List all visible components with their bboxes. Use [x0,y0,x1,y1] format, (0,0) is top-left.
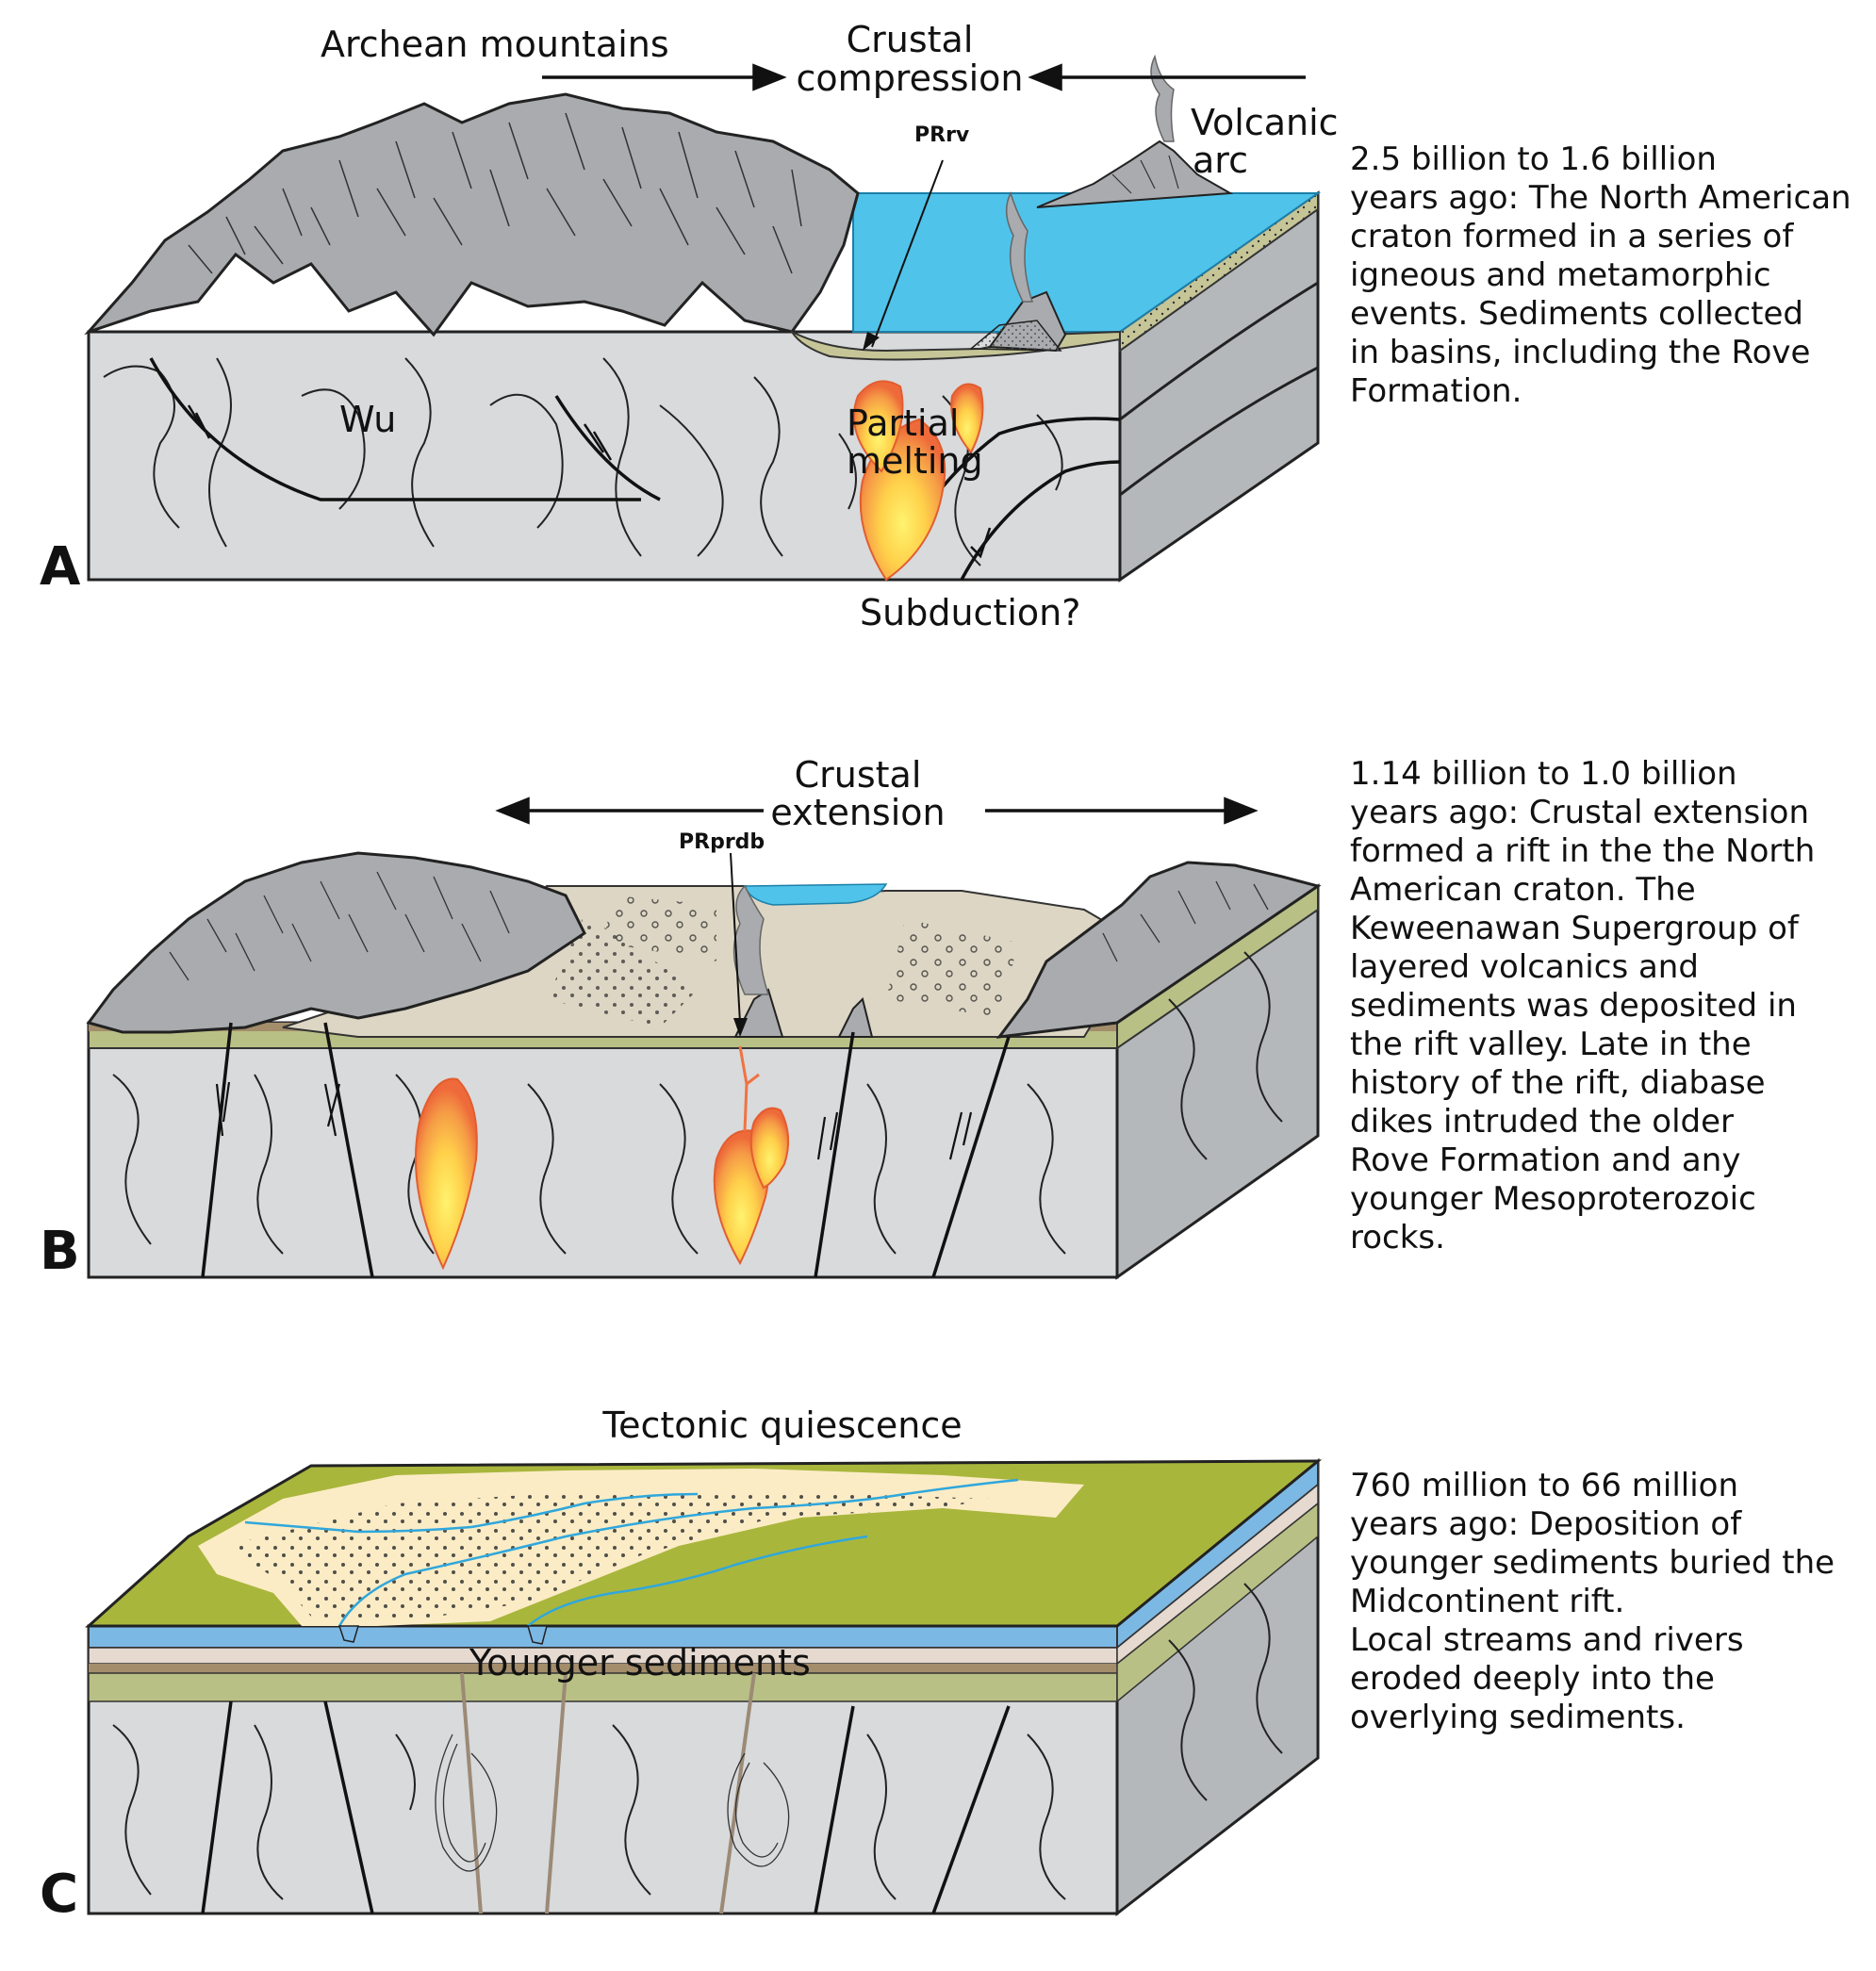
panel-c-dike-2 [545,1672,568,1914]
panel-a-title-line1: Crustal [847,19,974,60]
panel-a-desc-line: years ago: The North American [1350,179,1851,217]
panel-a-prv-pointer [871,159,944,348]
panel-c-desc-line: years ago: Deposition of [1350,1505,1742,1543]
panel-a-volcanic-arc [1036,140,1234,208]
panel-c-desc-line: 760 million to 66 million [1350,1467,1738,1504]
panel-b-mountains-left [86,851,586,1034]
panel-b-desc-line: 1.14 billion to 1.0 billion [1350,755,1737,793]
panel-a-archean-mountains [84,92,860,337]
panel-b-extension-arrows [495,797,1259,825]
panel-c: Tectonic quiescence Younger sediments C [40,1404,1323,1925]
panel-b-description: 1.14 billion to 1.0 billion years ago: C… [1350,755,1815,1257]
panel-c-rivers [244,1478,1019,1627]
panel-b-desc-line: Keweenawan Supergroup of [1350,910,1800,947]
panel-b-desc-line: Rove Formation and any [1350,1142,1740,1179]
panel-c-desc-line: younger sediments buried the [1350,1544,1835,1582]
panel-a-thrust-fault-left [149,357,641,501]
panel-b-magma-3 [749,1107,790,1190]
panel-b-fault-4 [931,1036,1011,1278]
panel-b-rift-lake [743,883,888,906]
panel-c-description: 760 million to 66 million years ago: Dep… [1350,1467,1835,1736]
panel-a-label-prv: PRrv [914,123,970,147]
panel-b-desc-line: younger Mesoproterozoic [1350,1180,1756,1218]
panel-b-magma-1 [414,1077,478,1271]
panel-a-label-subduction: Subduction? [860,592,1080,633]
panel-b-fault-1 [201,1022,233,1278]
panel-a-desc-line: in basins, including the Rove [1350,334,1810,371]
panel-b-desc-line: formed a rift in the the North [1350,832,1815,870]
panel-a-desc-line: craton formed in a series of [1350,218,1794,255]
panel-c-fault-4 [931,1705,1011,1914]
panel-c-desc-line: overlying sediments. [1350,1699,1686,1736]
panel-a-desc-line: igneous and metamorphic [1350,256,1771,294]
panel-a-desc-line: Formation. [1350,372,1522,410]
panel-b-desc-line: the rift valley. Late in the [1350,1026,1752,1063]
panel-c-fault-1 [201,1700,233,1914]
panel-a-thrust-fault-right [554,395,661,501]
panel-a-label-volcanic: Volcanic [1191,102,1339,143]
panel-c-desc-line: Midcontinent rift. [1350,1583,1624,1620]
panel-b-crust-front [87,1021,1119,1279]
panel-c-label-younger: Younger sediments [469,1642,811,1684]
panel-a-title-line2: compression [797,57,1024,99]
panel-b-fault-2 [323,1022,374,1278]
panel-b-desc-line: rocks. [1350,1219,1445,1257]
panel-b-mountains-right [996,861,1322,1039]
panel-a-plume-arc [1150,54,1175,142]
panel-a-plume-sea [1005,191,1034,303]
panel-a-compression-arrows [542,63,1306,91]
panel-a-desc-line: events. Sediments collected [1350,295,1803,333]
panel-b-fault-3 [814,1031,855,1278]
panel-b-title-line1: Crustal [795,754,922,796]
panel-a-label-arc: arc [1193,140,1248,181]
panel-a-label-partial: Partial [847,402,959,444]
panel-c-fault-2 [323,1700,374,1914]
panel-a: Archean mountains Crustal compression Vo… [40,19,1339,633]
panel-a-description: 2.5 billion to 1.6 billion years ago: Th… [1350,140,1851,410]
panel-a-magma-small-1 [852,380,904,473]
panel-b-label-prdb: PRprdb [679,830,765,854]
panel-b-desc-line: layered volcanics and [1350,948,1699,986]
panel-b-desc-line: American craton. The [1350,871,1696,909]
panel-a-letter: A [40,536,81,598]
panel-b-prdb-pointer [730,852,741,1024]
panel-c-desc-line: eroded deeply into the [1350,1660,1715,1698]
panel-b-desc-line: history of the rift, diabase [1350,1064,1766,1102]
panel-a-label-melting: melting [847,440,983,482]
panel-a-label-mountains: Archean mountains [321,24,669,65]
panel-c-dike-1 [460,1672,483,1914]
panel-c-title: Tectonic quiescence [601,1404,962,1446]
panel-b-letter: B [40,1221,80,1282]
panel-b-desc-line: dikes intruded the older [1350,1103,1734,1141]
panel-c-fault-3 [814,1705,855,1914]
panel-a-magma-small-2 [950,383,984,454]
panel-c-letter: C [40,1864,78,1925]
panel-b-dike [738,1045,760,1132]
panel-b-desc-line: sediments was deposited in [1350,987,1797,1025]
panel-a-desc-line: 2.5 billion to 1.6 billion [1350,140,1717,178]
panel-b: Crustal extension PRprdb B [40,754,1322,1282]
panel-a-label-wu: Wu [339,399,396,440]
panel-b-desc-line: years ago: Crustal extension [1350,794,1809,831]
panel-b-title-line2: extension [770,792,945,833]
panel-c-desc-line: Local streams and rivers [1350,1621,1744,1659]
